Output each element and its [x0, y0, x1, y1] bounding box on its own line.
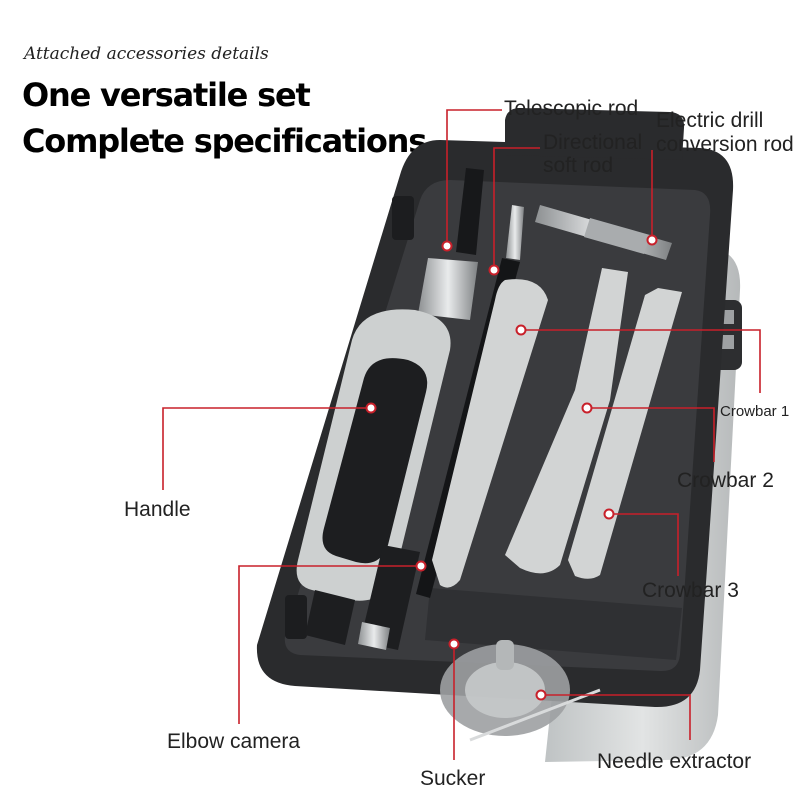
crowbar-3 [568, 288, 682, 579]
callout-dot-needle-extractor [535, 689, 547, 701]
callout-dot-sucker [448, 638, 460, 650]
callout-line-crowbar-2 [587, 407, 715, 462]
screwdriver-handle [296, 309, 451, 645]
label-directional-soft-rod-line-2: soft rod [543, 154, 614, 177]
label-crowbar-3: Crowbar 3 [642, 579, 739, 602]
callout-line-directional-soft-rod [493, 147, 540, 270]
callout-line-needle-extractor [541, 694, 691, 740]
label-electric-drill-line-1: Electric drill [656, 109, 764, 132]
crowbar-2 [505, 268, 628, 574]
electric-drill-conversion-rod [535, 205, 672, 260]
label-crowbar-1: Crowbar 1 [720, 403, 790, 420]
callout-lines [162, 109, 761, 760]
label-telescopic-rod: Telescopic rod [504, 97, 639, 120]
callout-line-elbow-camera [238, 565, 421, 724]
headline-line-2: Complete specifications [22, 122, 427, 160]
callout-line-crowbar-3 [609, 513, 679, 576]
callout-dot-electric-drill [646, 234, 658, 246]
subtitle: Attached accessories details [24, 44, 269, 64]
callout-dot-telescopic-rod [441, 240, 453, 252]
needle-extractor [469, 688, 601, 742]
callout-dot-crowbar-2 [581, 402, 593, 414]
label-sucker: Sucker [420, 767, 486, 790]
callout-line-telescopic-rod [446, 109, 502, 246]
label-handle: Handle [124, 498, 191, 521]
crowbar-1 [432, 279, 548, 588]
telescopic-rod [418, 168, 484, 320]
callout-line-crowbar-1 [521, 329, 761, 393]
label-directional-soft-rod-line-1: Directional [543, 131, 643, 154]
callout-line-handle [162, 407, 371, 490]
callout-dots [365, 234, 658, 701]
elbow-camera-tool [358, 545, 420, 650]
headline-line-1: One versatile set [22, 76, 311, 114]
callout-dot-elbow-camera [415, 560, 427, 572]
callout-dot-crowbar-1 [515, 324, 527, 336]
label-electric-drill-line-2: conversion rod [656, 133, 794, 156]
callout-dot-handle [365, 402, 377, 414]
callout-dot-directional-soft-rod [488, 264, 500, 276]
label-needle-extractor: Needle extractor [597, 750, 752, 773]
label-elbow-camera: Elbow camera [167, 730, 301, 753]
callout-dot-crowbar-3 [603, 508, 615, 520]
label-crowbar-2: Crowbar 2 [677, 469, 774, 492]
